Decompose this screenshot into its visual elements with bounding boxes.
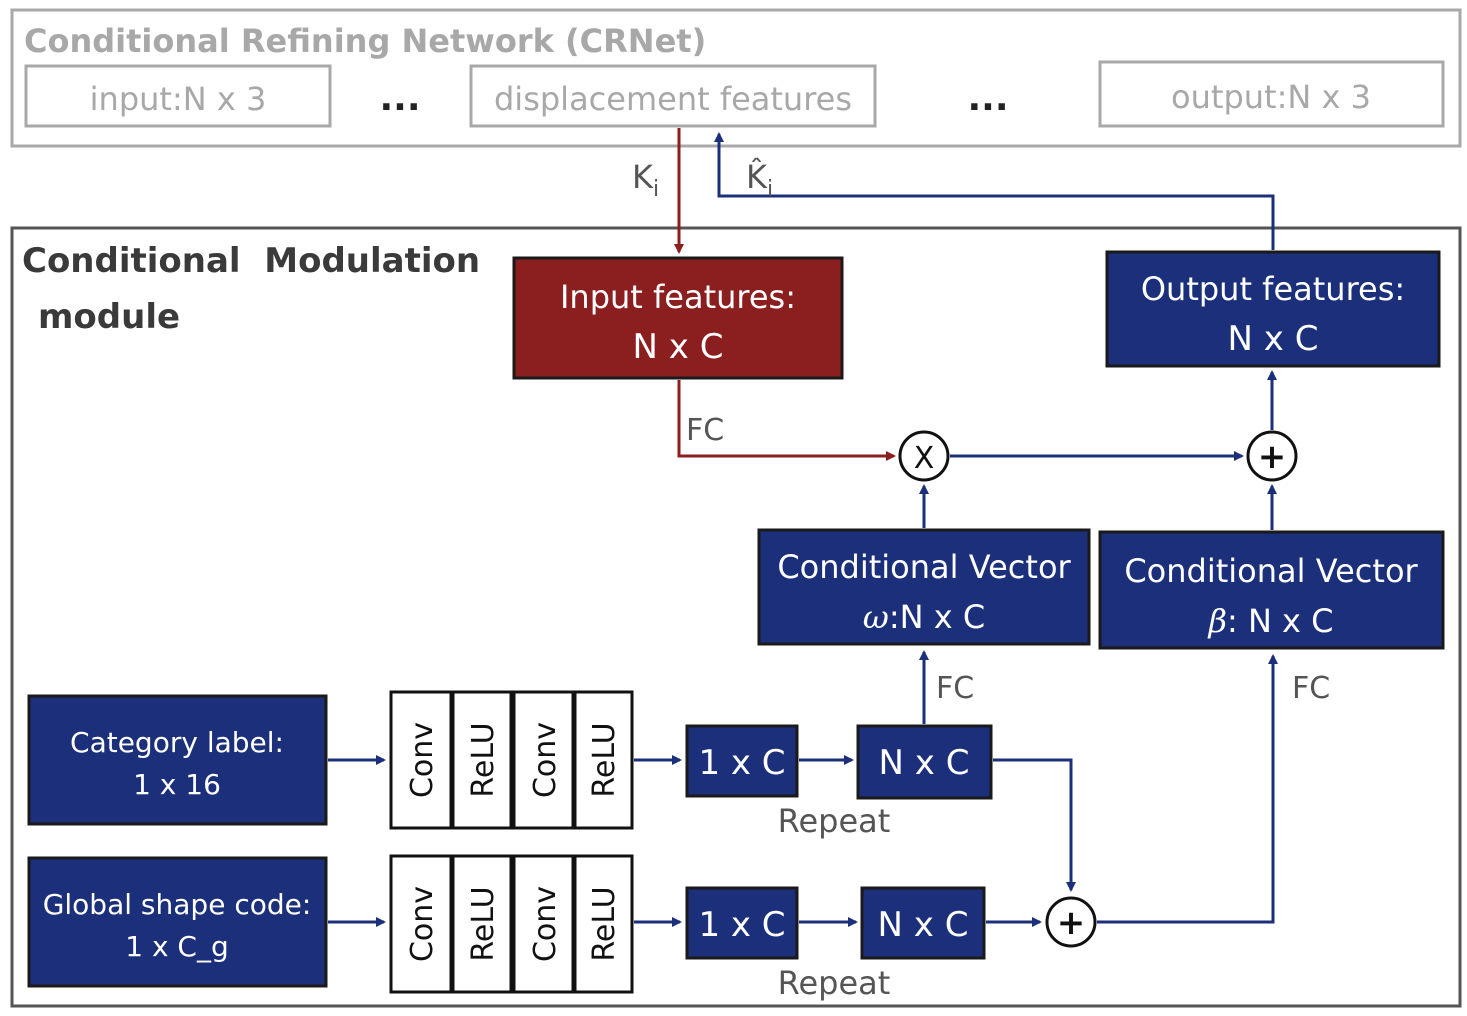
global-relu1-label: ReLU: [466, 886, 501, 961]
category-relu2-label: ReLU: [587, 722, 622, 797]
category-nc-box: N x C: [856, 724, 993, 800]
bottom-plus-to-beta-arrow: [1097, 654, 1278, 924]
crnet-title: Conditional Refining Network (CRNet): [24, 22, 706, 60]
cond-omega-line1: Conditional Vector: [777, 548, 1071, 586]
k-out-arrow: K̂i: [714, 132, 1275, 250]
global-relu2-label: ReLU: [587, 886, 622, 961]
crnet-input-label: input:N x 3: [90, 80, 267, 118]
category-line1: Category label:: [70, 726, 284, 759]
input-features-line1: Input features:: [560, 278, 796, 316]
multiply-symbol: X: [914, 441, 935, 476]
global-conv-stack: Conv ReLU Conv ReLU: [389, 854, 634, 994]
beta-fc-label: FC: [1292, 671, 1330, 706]
global-nc-box: N x C: [860, 886, 986, 960]
global-conv2-label: Conv: [528, 886, 563, 962]
cond-omega-line2: ω:N x C: [863, 598, 985, 636]
crnet-ellipsis-left: ...: [379, 78, 420, 119]
category-conv-stack: Conv ReLU Conv ReLU: [389, 690, 634, 830]
module-title-line1: Conditional Modulation: [22, 241, 480, 281]
global-shape-box: Global shape code: 1 x C_g: [27, 856, 328, 988]
input-fc-label: FC: [686, 413, 724, 448]
module-title-line2: module: [38, 297, 180, 337]
top-plus-symbol: +: [1258, 437, 1287, 477]
crnet-ellipsis-right: ...: [967, 78, 1008, 119]
cond-beta-line2: β: N x C: [1207, 602, 1333, 640]
category-conv1-label: Conv: [405, 722, 440, 798]
global-1c-box: 1 x C: [685, 886, 799, 960]
output-features-line1: Output features:: [1141, 270, 1405, 308]
category-nc-label: N x C: [879, 743, 970, 783]
bottom-plus-symbol: +: [1057, 903, 1086, 943]
category-1c-box: 1 x C: [685, 724, 799, 798]
output-features-box: Output features: N x C: [1105, 250, 1441, 368]
category-label-box: Category label: 1 x 16: [27, 694, 328, 826]
input-fc-arrow: FC: [677, 380, 896, 461]
category-conv2-label: Conv: [528, 722, 563, 798]
crnet-frame: Conditional Refining Network (CRNet) inp…: [10, 8, 1462, 148]
crnet-input-box: input:N x 3: [24, 64, 332, 128]
crnet-output-label: output:N x 3: [1171, 78, 1371, 116]
global-1c-label: 1 x C: [698, 905, 785, 945]
global-conv1-label: Conv: [405, 886, 440, 962]
crnet-output-box: output:N x 3: [1098, 60, 1445, 128]
nc-to-bottom-plus-arrow: [993, 758, 1076, 892]
k-in-arrow: Ki: [632, 128, 684, 254]
multiply-operator: X: [898, 430, 950, 482]
global-nc-label: N x C: [878, 905, 969, 945]
global-line1: Global shape code:: [43, 888, 312, 921]
category-repeat-label: Repeat: [778, 802, 891, 840]
cond-beta-line1: Conditional Vector: [1124, 552, 1418, 590]
input-features-box: Input features: N x C: [512, 256, 844, 380]
cond-vector-omega-box: Conditional Vector ω:N x C: [757, 528, 1091, 646]
crnet-displacement-box: displacement features: [469, 64, 877, 128]
category-1c-label: 1 x C: [698, 743, 785, 783]
k-in-label: Ki: [632, 158, 659, 202]
bottom-plus-operator: +: [1045, 896, 1097, 948]
k-out-label: K̂i: [746, 158, 773, 202]
crnet-displacement-label: displacement features: [494, 80, 852, 118]
category-line2: 1 x 16: [133, 768, 221, 801]
global-line2: 1 x C_g: [125, 930, 229, 963]
global-repeat-label: Repeat: [778, 964, 891, 1002]
cond-vector-beta-box: Conditional Vector β: N x C: [1098, 530, 1445, 650]
input-features-line2: N x C: [633, 327, 724, 367]
output-features-line2: N x C: [1228, 319, 1319, 359]
omega-fc-label: FC: [936, 671, 974, 706]
category-relu1-label: ReLU: [466, 722, 501, 797]
top-plus-operator: +: [1246, 430, 1298, 482]
